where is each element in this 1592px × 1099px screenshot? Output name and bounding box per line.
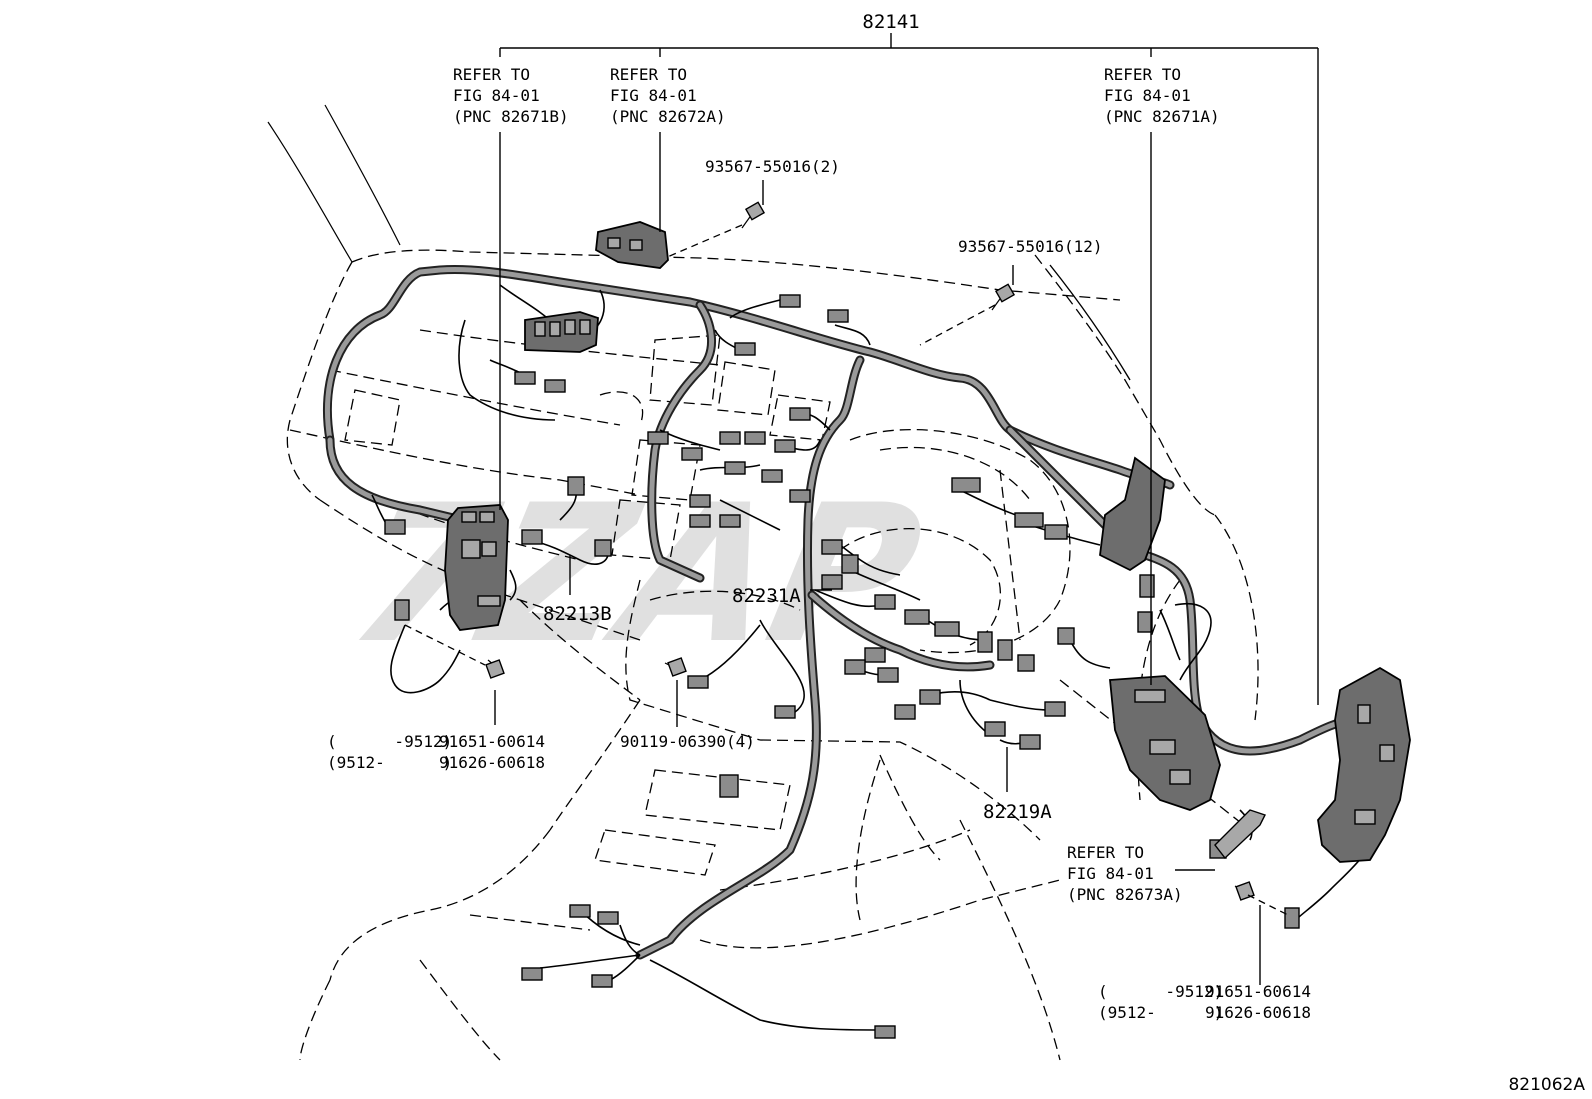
connector	[894, 704, 916, 720]
connector	[1014, 512, 1044, 528]
bolt-left-part2: 91626-60618	[439, 753, 545, 772]
connector	[734, 342, 756, 356]
bolts	[404, 201, 1289, 916]
connector	[1057, 627, 1075, 645]
connector	[569, 904, 591, 918]
connector	[544, 379, 566, 393]
connector	[774, 439, 796, 453]
connector	[567, 476, 585, 496]
connector	[874, 1025, 896, 1039]
connector	[997, 639, 1013, 661]
bolt-center-icon	[664, 657, 687, 677]
refer-right-line1: REFER TO	[1104, 65, 1181, 84]
connector	[821, 574, 843, 590]
connector	[864, 647, 886, 663]
label-82141: 82141	[862, 11, 919, 33]
refer-bottom-line1: REFER TO	[1067, 843, 1144, 862]
refer-mid-line1: REFER TO	[610, 65, 687, 84]
refer-left-line2: FIG 84-01	[453, 86, 540, 105]
connector	[1284, 907, 1300, 929]
bolt-br-range2: (9512- )	[1098, 1003, 1223, 1022]
main-harness	[322, 265, 1365, 960]
connector	[384, 519, 406, 535]
connector	[877, 667, 899, 683]
refer-right-line2: FIG 84-01	[1104, 86, 1191, 105]
connector	[844, 659, 866, 675]
connector	[827, 309, 849, 323]
label-bolt-right: 93567-55016(12)	[958, 237, 1103, 256]
refer-bottom-line3: (PNC 82673A)	[1067, 885, 1183, 904]
leader-lines	[494, 33, 1319, 985]
bolt-left-icon	[485, 659, 505, 679]
bolt-left-range2: (9512- )	[327, 753, 452, 772]
figure-code: 821062A	[1508, 1075, 1585, 1095]
connector	[977, 631, 993, 653]
connector	[984, 721, 1006, 737]
connector	[591, 974, 613, 988]
connector	[779, 294, 801, 308]
label-82219a: 82219A	[983, 801, 1052, 823]
label-bolt-center: 90119-06390(4)	[620, 732, 755, 751]
connector	[774, 705, 796, 719]
connector	[724, 461, 746, 475]
label-82231a: 82231A	[732, 585, 801, 607]
refer-left-line1: REFER TO	[453, 65, 530, 84]
label-82213b: 82213B	[543, 603, 612, 625]
connector	[687, 675, 709, 689]
connector	[1044, 524, 1068, 540]
connector	[514, 371, 536, 385]
connector	[1139, 574, 1155, 598]
refer-bottom-line2: FIG 84-01	[1067, 864, 1154, 883]
bolt-right-icon	[991, 283, 1016, 311]
bolt-left-range1: ( -9512)	[327, 732, 452, 751]
connector	[647, 431, 669, 445]
refer-left-line3: (PNC 82671B)	[453, 107, 569, 126]
connector	[934, 621, 960, 637]
bolt-left-part1: 91651-60614	[439, 732, 545, 751]
connector	[689, 514, 711, 528]
refer-mid-line2: FIG 84-01	[610, 86, 697, 105]
connector	[521, 967, 543, 981]
bolt-top-icon	[741, 201, 766, 229]
connector	[1044, 701, 1066, 717]
connector	[789, 489, 811, 503]
connector	[1017, 654, 1035, 672]
connector	[719, 431, 741, 445]
connector	[689, 494, 711, 508]
junction-blocks	[444, 221, 1411, 863]
junction-block-far-right	[1317, 666, 1411, 863]
watermark: 7ZAP	[334, 465, 937, 686]
connector	[1214, 809, 1266, 860]
refer-right-line3: (PNC 82671A)	[1104, 107, 1220, 126]
connector	[821, 539, 843, 555]
connector	[951, 477, 981, 493]
connectors	[384, 294, 1300, 1039]
connector	[394, 599, 410, 621]
connector	[761, 469, 783, 483]
labels: 82141 REFER TO FIG 84-01 (PNC 82671B) RE…	[327, 11, 1585, 1095]
junction-block-left	[444, 504, 509, 631]
connector	[719, 774, 739, 798]
connector	[919, 689, 941, 705]
connector	[1137, 611, 1153, 633]
connector	[744, 431, 766, 445]
connector	[841, 554, 859, 574]
bolt-br-part2: 91626-60618	[1205, 1003, 1311, 1022]
connector	[874, 594, 896, 610]
bolt-br-range1: ( -9512)	[1098, 982, 1223, 1001]
connector	[594, 539, 612, 557]
connector	[904, 609, 930, 625]
label-bolt-top: 93567-55016(2)	[705, 157, 840, 176]
connector	[1019, 734, 1041, 750]
refer-mid-line3: (PNC 82672A)	[610, 107, 726, 126]
connector	[789, 407, 811, 421]
connector	[521, 529, 543, 545]
bolt-br-part1: 91651-60614	[1205, 982, 1311, 1001]
connector	[719, 514, 741, 528]
connector	[681, 447, 703, 461]
connector	[597, 911, 619, 925]
bracket-right	[1099, 456, 1166, 572]
